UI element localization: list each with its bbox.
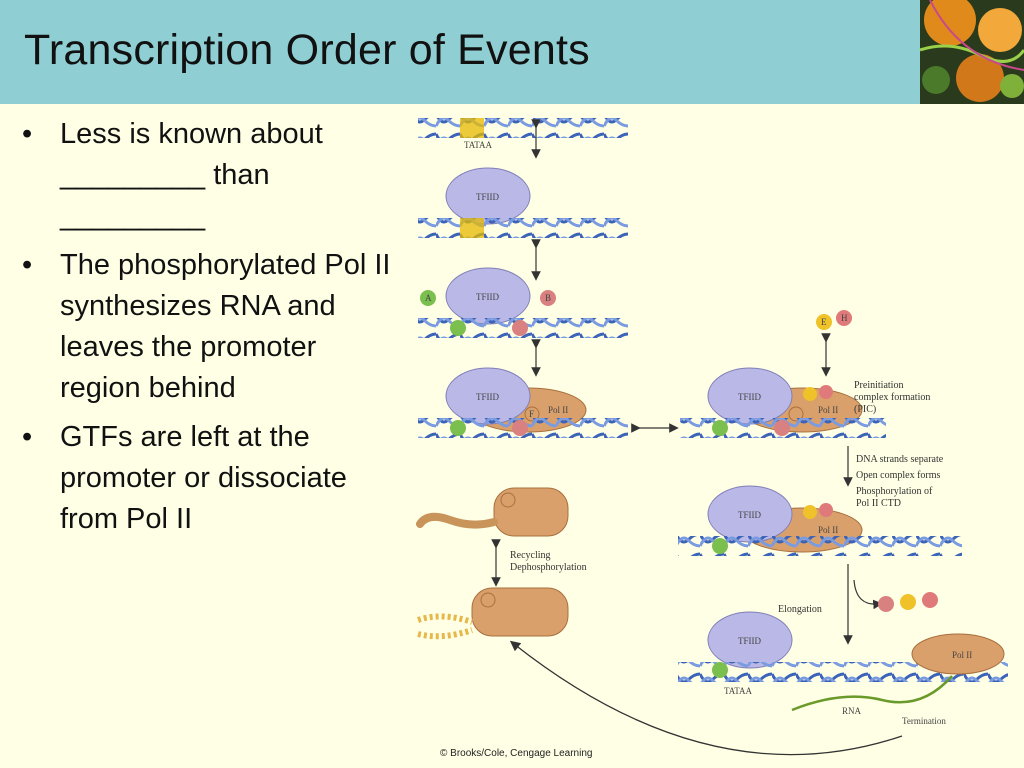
arrow-icon xyxy=(509,640,903,756)
pic-label: Preinitiation xyxy=(854,380,903,391)
bullet-item: • Less is known about _________ than ___… xyxy=(22,114,402,237)
bullet-glyph: • xyxy=(22,249,33,281)
factor-h-icon xyxy=(922,592,938,608)
pol2-label: Pol II xyxy=(952,650,972,660)
factor-h-label: H xyxy=(841,313,848,323)
factor-e-label: E xyxy=(821,317,827,327)
tataa-label: TATAA xyxy=(724,686,753,696)
bullet-glyph: • xyxy=(22,118,33,150)
bullet-glyph: • xyxy=(22,421,33,453)
recycling-label: Dephosphorylation xyxy=(510,562,587,573)
transcription-diagram: TATAA TFIID TFIID A B Pol II TFIID F E H… xyxy=(416,118,1008,756)
tfiid-label: TFIID xyxy=(476,392,499,402)
factor-e-icon xyxy=(803,387,817,401)
tataa-label: TATAA xyxy=(464,140,493,150)
factor-e-icon xyxy=(803,505,817,519)
open-complex-label: Phosphorylation of xyxy=(856,486,933,497)
tfiid-label: TFIID xyxy=(476,192,499,202)
bullet-text: Less is known about _________ than _____… xyxy=(60,118,323,232)
bullet-item: • GTFs are left at the promoter or disso… xyxy=(22,417,402,540)
copyright-credit: © Brooks/Cole, Cengage Learning xyxy=(440,748,593,759)
factor-e-icon xyxy=(816,314,832,330)
bullet-text: The phosphorylated Pol II synthesizes RN… xyxy=(60,249,391,404)
factor-b-icon xyxy=(878,596,894,612)
factor-h-icon xyxy=(819,503,833,517)
dna-strand xyxy=(678,536,962,556)
tata-box xyxy=(460,118,484,138)
factor-b-icon xyxy=(540,290,556,306)
factor-b-icon xyxy=(774,420,790,436)
rna-label: RNA xyxy=(842,706,862,716)
ctd-tail xyxy=(416,512,498,529)
title-bar: Transcription Order of Events xyxy=(0,0,1024,104)
tfiid-label: TFIID xyxy=(738,636,761,646)
tfiid-label: TFIID xyxy=(738,392,761,402)
factor-a-icon xyxy=(420,290,436,306)
bullet-item: • The phosphorylated Pol II synthesizes … xyxy=(22,245,402,409)
rna-strand xyxy=(791,675,953,712)
phosphate-chain xyxy=(417,627,473,640)
pol2-blob xyxy=(911,633,1005,675)
factor-a-icon xyxy=(712,662,728,678)
factor-e-icon xyxy=(900,594,916,610)
pic-label: complex formation xyxy=(854,392,930,403)
dna-strand xyxy=(418,118,628,138)
open-complex-label: Open complex forms xyxy=(856,470,941,481)
factor-h-icon xyxy=(819,385,833,399)
termination-label: Termination xyxy=(902,716,946,726)
factor-b-icon xyxy=(512,420,528,436)
elongation-label: Elongation xyxy=(778,604,822,615)
open-complex-label: Pol II CTD xyxy=(856,498,901,509)
open-complex-label: DNA strands separate xyxy=(856,454,944,465)
bullet-text: GTFs are left at the promoter or dissoci… xyxy=(60,421,347,535)
pol2-label: Pol II xyxy=(818,405,838,415)
factor-f-label: F xyxy=(529,409,534,419)
dna-strand xyxy=(418,218,628,238)
pol2-blob xyxy=(471,587,569,637)
pic-label: (PIC) xyxy=(854,404,876,415)
decorative-photo xyxy=(920,0,1024,104)
pol2-label: Pol II xyxy=(818,525,838,535)
factor-a-icon xyxy=(712,420,728,436)
arrow-icon xyxy=(853,579,883,610)
factor-a-icon xyxy=(450,420,466,436)
factor-f-icon xyxy=(480,592,496,608)
tfiid-label: TFIID xyxy=(738,510,761,520)
factor-b-label: B xyxy=(545,293,551,303)
factor-a-icon xyxy=(712,538,728,554)
recycling-label: Recycling xyxy=(510,550,551,561)
factor-f-icon xyxy=(500,492,516,508)
factor-h-icon xyxy=(836,310,852,326)
slide-title: Transcription Order of Events xyxy=(24,26,590,74)
factor-a-label: A xyxy=(425,293,432,303)
factor-b-icon xyxy=(512,320,528,336)
tata-box xyxy=(460,218,484,238)
bullet-list: • Less is known about _________ than ___… xyxy=(22,114,402,548)
pol2-label: Pol II xyxy=(548,405,568,415)
phosphate-chain xyxy=(417,613,473,625)
tfiid-label: TFIID xyxy=(476,292,499,302)
factor-a-icon xyxy=(450,320,466,336)
